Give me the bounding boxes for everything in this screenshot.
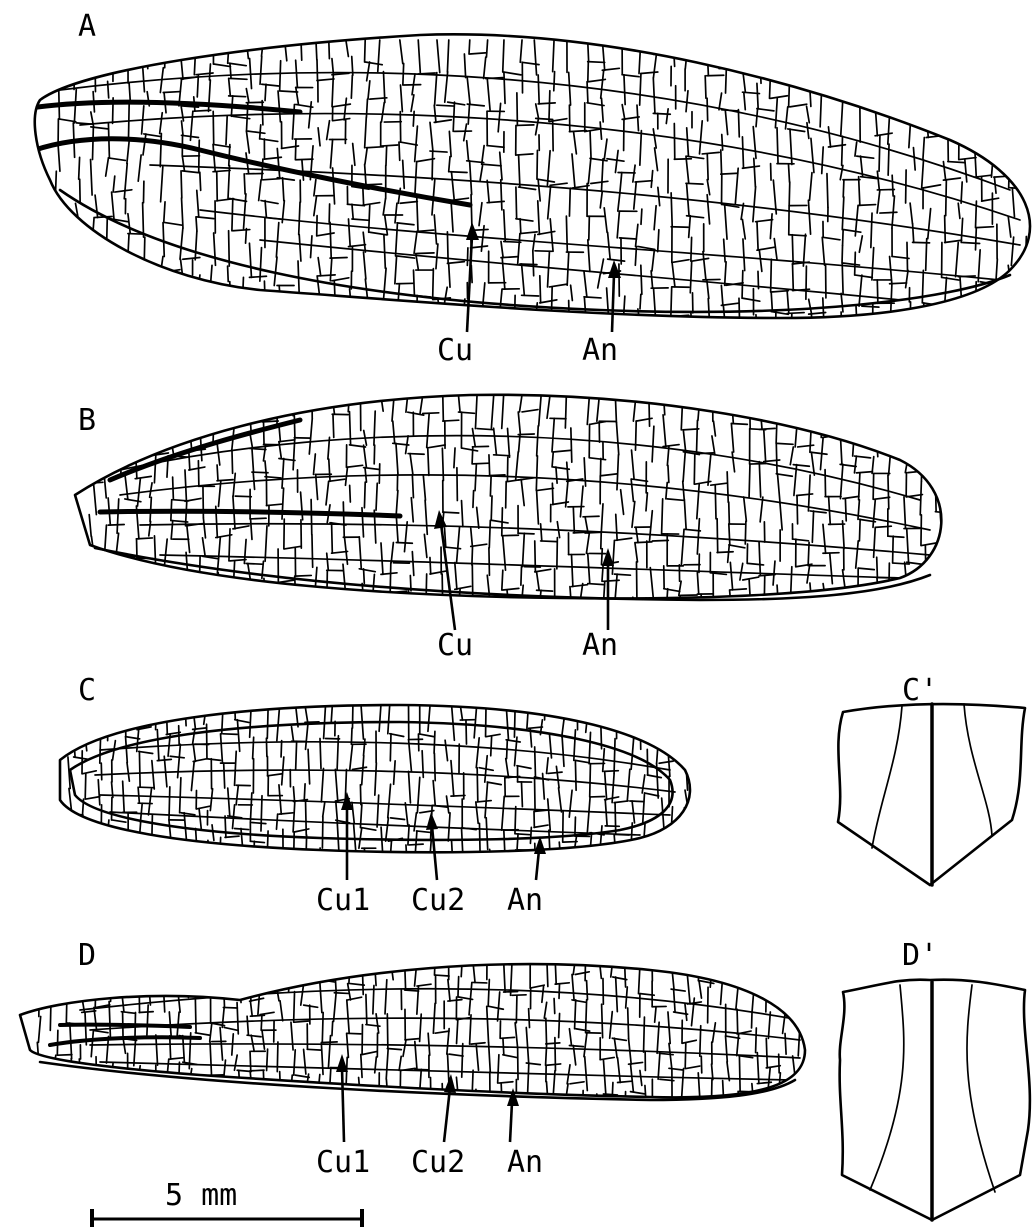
- pointer-label-cu1: Cu1: [316, 883, 370, 918]
- panel-label-c: C: [78, 673, 96, 708]
- panel-label-d: D: [78, 938, 96, 973]
- pointer-label-cu1: Cu1: [316, 1145, 370, 1180]
- wing-b-outline: [75, 395, 941, 600]
- panel-c-prime: C': [838, 673, 1025, 885]
- wing-a-outline: [35, 34, 1030, 318]
- pointer-label-cu: Cu: [437, 333, 473, 368]
- cross-veins: [36, 960, 809, 1132]
- pointer-label-an: An: [507, 883, 543, 918]
- pointer-label-an: An: [582, 628, 618, 663]
- panel-a: A Cu An: [30, 9, 1036, 368]
- pointer-label-cu2: Cu2: [411, 1145, 465, 1180]
- pointer-a-cu: Cu: [437, 222, 479, 368]
- panel-b: B Cu An: [75, 395, 956, 663]
- pointer-b-an: An: [582, 548, 618, 663]
- pointer-label-an: An: [582, 333, 618, 368]
- panel-c: C Cu1 Cu2 An: [60, 673, 703, 918]
- wing-c-veins: [68, 705, 703, 882]
- wing-d-outline: [20, 964, 805, 1100]
- pointer-label-an: An: [507, 1145, 543, 1180]
- inset-d-prime-shape: [840, 980, 1030, 1220]
- panel-d: D Cu1 Cu2 An: [20, 938, 809, 1180]
- inset-c-prime-shape: [838, 704, 1025, 885]
- pointer-c-an: An: [507, 836, 546, 918]
- panel-label-d-prime: D': [902, 938, 938, 973]
- pointer-d-an: An: [507, 1088, 543, 1180]
- panel-d-prime: D': [840, 938, 1030, 1220]
- wing-d-veins: [36, 960, 809, 1132]
- pointer-label-cu: Cu: [437, 628, 473, 663]
- scale-bar-label: 5 mm: [165, 1178, 237, 1213]
- wing-b-veins: [87, 395, 956, 629]
- scale-bar: 5 mm: [92, 1178, 362, 1227]
- panel-label-b: B: [78, 403, 96, 438]
- pointer-label-cu2: Cu2: [411, 883, 465, 918]
- wing-a-veins: [30, 40, 1036, 352]
- panel-label-a: A: [78, 9, 96, 44]
- cross-veins: [68, 705, 703, 882]
- cross-veins: [54, 40, 1036, 352]
